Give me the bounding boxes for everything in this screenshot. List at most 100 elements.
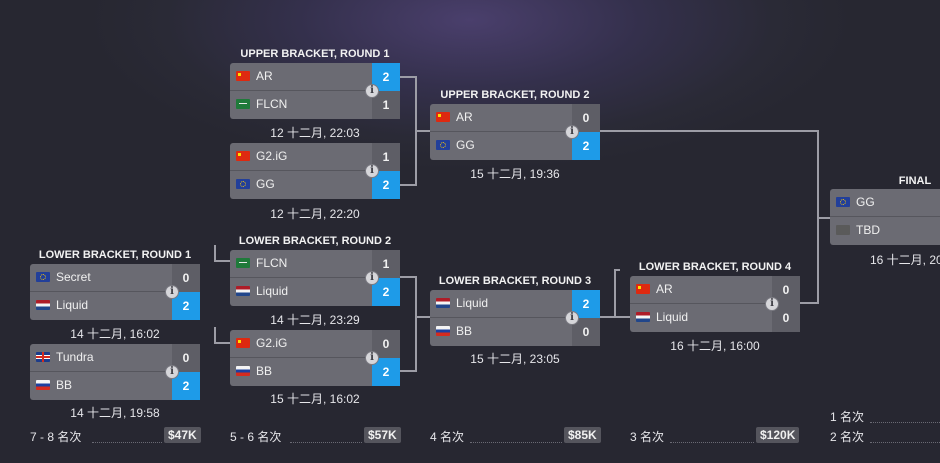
flag-icon (436, 326, 450, 336)
prize-badge: $85K (564, 427, 601, 443)
flag-icon (236, 179, 250, 189)
flag-icon (236, 151, 250, 161)
team-score: 1 (372, 250, 400, 278)
team-row[interactable]: FLCN 1 (230, 250, 400, 278)
round-title-lb3: LOWER BRACKET, ROUND 3 (438, 275, 592, 287)
flag-icon (436, 298, 450, 308)
team-name: BB (256, 364, 273, 378)
team-score: 2 (572, 290, 600, 318)
flag-icon (436, 112, 450, 122)
team-name: G2.iG (256, 149, 288, 163)
match-card[interactable]: Liquid 2 BB 0 i (430, 290, 600, 346)
round-title-lb2: LOWER BRACKET, ROUND 2 (238, 235, 392, 247)
team-name: GG (456, 138, 475, 152)
placement-label: 4 名次 (430, 430, 465, 444)
flag-icon (436, 140, 450, 150)
team-row[interactable]: GG (830, 189, 940, 217)
match-card[interactable]: G2.iG 0 BB 2 i (230, 330, 400, 386)
team-row[interactable]: TBD (830, 217, 940, 245)
info-icon[interactable]: i (565, 125, 579, 139)
team-name: Liquid (656, 310, 689, 324)
flag-icon (836, 197, 850, 207)
round-title-ub1: UPPER BRACKET, ROUND 1 (240, 48, 390, 60)
prize-badge: $47K (164, 427, 201, 443)
team-name: Tundra (56, 350, 94, 364)
match-time: 14 十二月, 23:29 (270, 313, 360, 327)
placement-divider (290, 442, 362, 443)
flag-icon (236, 99, 250, 109)
match-card-final[interactable]: GG TBD (830, 189, 940, 245)
flag-icon (836, 225, 850, 235)
match-time: 15 十二月, 16:02 (270, 392, 360, 406)
match-time: 14 十二月, 16:02 (70, 327, 160, 341)
info-icon[interactable]: i (365, 351, 379, 365)
match-time: 16 十二月, 20 (870, 253, 940, 267)
match-time: 12 十二月, 22:03 (270, 126, 360, 140)
team-name: Liquid (456, 296, 489, 310)
match-card[interactable]: FLCN 1 Liquid 2 i (230, 250, 400, 306)
placement-label: 5 - 6 名次 (230, 430, 282, 444)
team-name: GG (856, 195, 875, 209)
team-name: TBD (856, 223, 880, 237)
team-name: G2.iG (256, 336, 288, 350)
round-title-lb1: LOWER BRACKET, ROUND 1 (38, 249, 192, 261)
round-title-ub2: UPPER BRACKET, ROUND 2 (440, 89, 590, 101)
team-name: GG (256, 177, 275, 191)
flag-icon (236, 286, 250, 296)
flag-icon (236, 338, 250, 348)
match-time: 16 十二月, 16:00 (670, 339, 760, 353)
match-card[interactable]: Secret 0 Liquid 2 i (30, 264, 200, 320)
match-card[interactable]: G2.iG 1 GG 2 i (230, 143, 400, 199)
flag-icon (36, 380, 50, 390)
flag-icon (36, 272, 50, 282)
flag-icon (636, 284, 650, 294)
team-row[interactable]: AR 0 (630, 276, 800, 304)
team-name: AR (256, 69, 273, 83)
flag-icon (36, 300, 50, 310)
team-name: BB (56, 378, 73, 392)
round-title-final: FINAL (898, 175, 932, 187)
match-card[interactable]: AR 0 GG 2 i (430, 104, 600, 160)
placement-divider (670, 442, 754, 443)
info-icon[interactable]: i (565, 311, 579, 325)
match-card[interactable]: AR 2 FLCN 1 i (230, 63, 400, 119)
team-score: 2 (372, 171, 400, 199)
team-name: AR (656, 282, 673, 296)
team-row[interactable]: Secret 0 (30, 264, 200, 292)
team-name: Secret (56, 270, 91, 284)
placement-label: 3 名次 (630, 430, 665, 444)
team-name: Liquid (256, 284, 289, 298)
team-row[interactable]: G2.iG 1 (230, 143, 400, 171)
prize-badge: $57K (364, 427, 401, 443)
match-card[interactable]: Tundra 0 BB 2 i (30, 344, 200, 400)
info-icon[interactable]: i (365, 164, 379, 178)
info-icon[interactable]: i (165, 365, 179, 379)
flag-icon (36, 352, 50, 362)
info-icon[interactable]: i (365, 271, 379, 285)
prize-badge: $120K (756, 427, 800, 443)
team-row[interactable]: GG 2 (230, 171, 400, 199)
team-name: FLCN (256, 256, 288, 270)
placement-divider (870, 422, 940, 423)
placement-label: 2 名次 (830, 430, 865, 444)
info-icon[interactable]: i (165, 285, 179, 299)
round-title-lb4: LOWER BRACKET, ROUND 4 (638, 261, 792, 273)
placement-divider (92, 442, 162, 443)
flag-icon (236, 71, 250, 81)
placement-divider (470, 442, 562, 443)
team-name: AR (456, 110, 473, 124)
team-row[interactable]: Liquid 2 (430, 290, 600, 318)
team-row[interactable]: Liquid 2 (30, 292, 200, 320)
placement-label: 1 名次 (830, 410, 865, 424)
info-icon[interactable]: i (765, 297, 779, 311)
team-name: FLCN (256, 97, 288, 111)
match-time: 15 十二月, 23:05 (470, 352, 560, 366)
match-time: 15 十二月, 19:36 (470, 167, 560, 181)
team-row[interactable]: BB 2 (30, 372, 200, 400)
team-score: 0 (772, 276, 800, 304)
placement-label: 7 - 8 名次 (30, 430, 82, 444)
flag-icon (236, 258, 250, 268)
match-card[interactable]: AR 0 Liquid 0 i (630, 276, 800, 332)
info-icon[interactable]: i (365, 84, 379, 98)
